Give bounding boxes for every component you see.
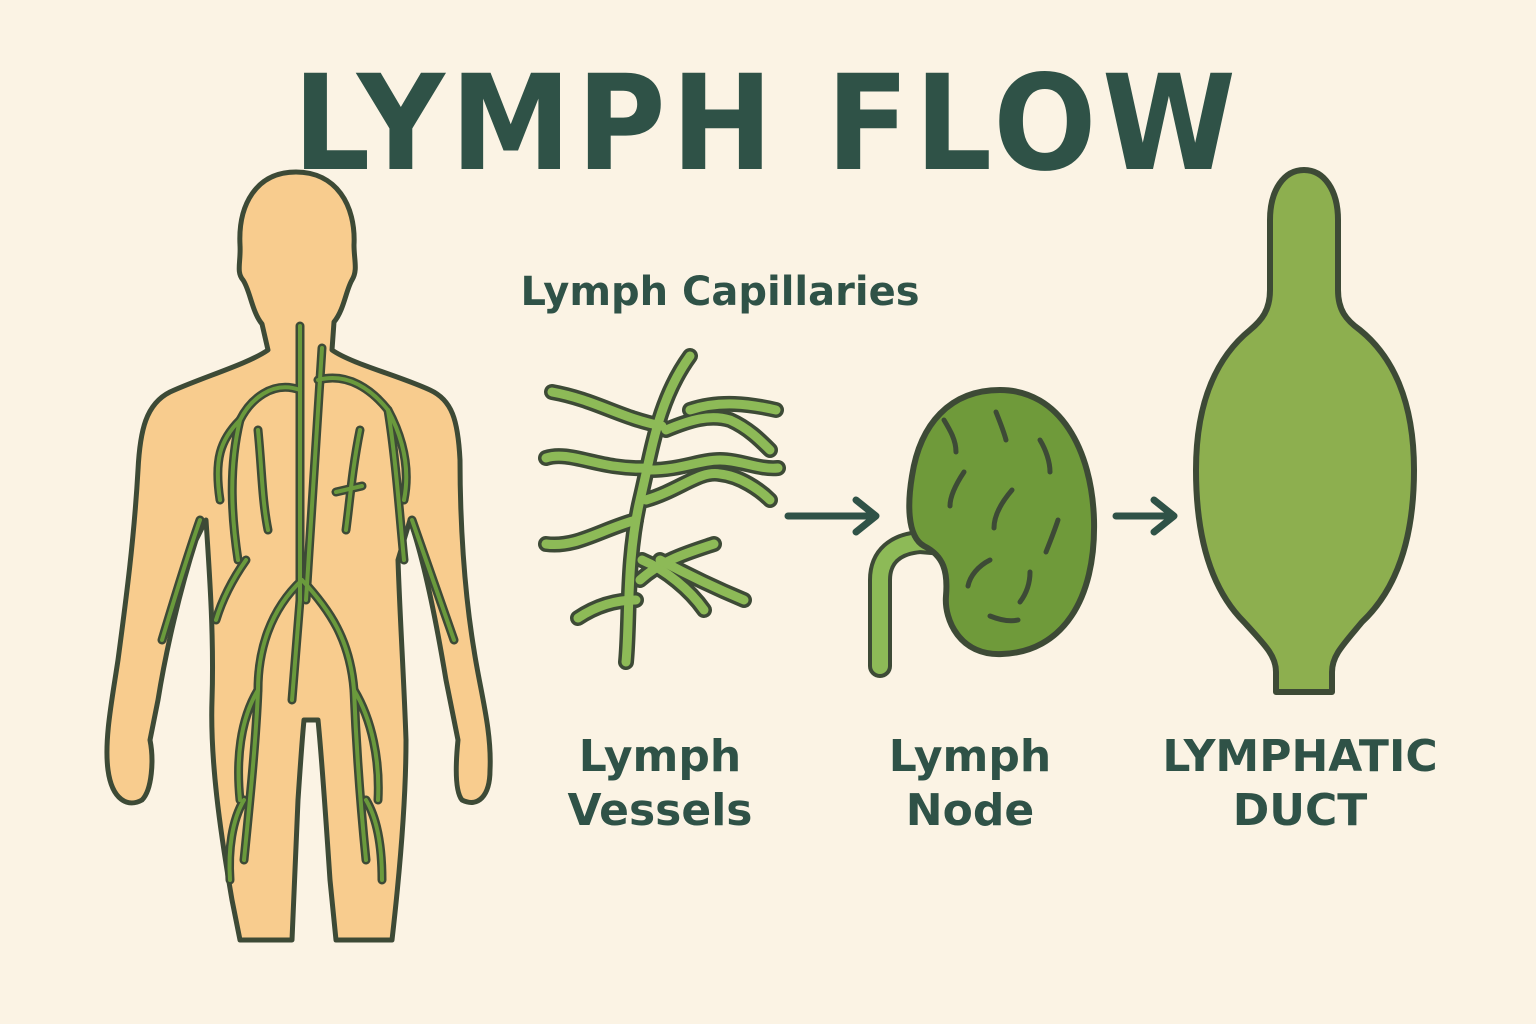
label-lymph-node-line1: Lymph — [888, 731, 1052, 782]
lymphatic-duct-icon — [1193, 167, 1417, 695]
label-lymph-vessels-line1: Lymph — [578, 731, 742, 782]
capillary-branch-icon — [538, 348, 786, 670]
label-lymphatic-duct: LYMPHATIC DUCT — [1150, 730, 1450, 837]
human-body-icon — [104, 169, 493, 943]
lymph-node-icon — [868, 386, 1098, 678]
page-title: LYMPH FLOW — [292, 47, 1242, 201]
label-lymphatic-duct-line1: LYMPHATIC — [1162, 731, 1438, 782]
label-lymphatic-duct-line2: DUCT — [1232, 784, 1368, 836]
label-lymph-vessels: Lymph Vessels — [545, 730, 775, 837]
label-lymph-node-line2: Node — [905, 784, 1035, 836]
arrow-right-icon — [784, 496, 880, 536]
arrow-right-icon — [1112, 496, 1178, 536]
label-lymph-capillaries: Lymph Capillaries — [520, 269, 920, 315]
label-lymph-node: Lymph Node — [860, 730, 1080, 837]
label-lymph-vessels-line2: Vessels — [567, 784, 753, 836]
